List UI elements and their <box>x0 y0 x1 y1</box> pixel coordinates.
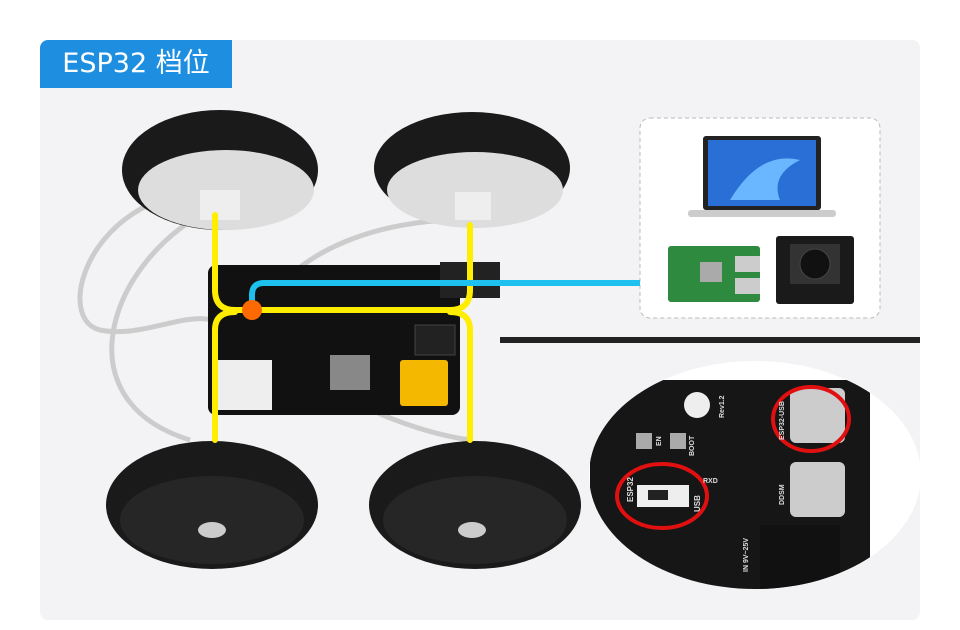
ddsm-label: DDSM <box>779 484 786 505</box>
data-wire <box>249 280 640 310</box>
junction-dot <box>242 300 262 320</box>
jetson-icon <box>776 236 854 304</box>
switch-label-esp32: ESP32 <box>626 477 635 502</box>
laptop-icon <box>688 136 836 217</box>
switch-label-usb: USB <box>693 495 702 512</box>
mode-switch-highlight <box>615 462 709 530</box>
raspberry-pi-icon <box>668 246 760 302</box>
rxd-label: RXD <box>703 478 718 485</box>
wheel-front-right <box>374 112 570 228</box>
esp32-usb-label: ESP32-USB <box>779 401 786 440</box>
zoom-detail: ESP32 USB EN BOOT Rev1.2 ESP32-USB DDSM … <box>589 361 921 589</box>
power-wires <box>212 212 473 443</box>
wheel-front-left <box>122 110 318 230</box>
mode-title: ESP32 档位 <box>40 40 232 88</box>
en-label: EN <box>656 436 663 446</box>
boot-label: BOOT <box>689 435 696 456</box>
usb-port-highlight <box>771 385 851 453</box>
power-in-label: IN 9V~25V <box>743 538 750 572</box>
rev-label: Rev1.2 <box>719 395 726 418</box>
wheel-rear-left <box>106 441 318 569</box>
wheel-rear-right <box>369 441 581 569</box>
